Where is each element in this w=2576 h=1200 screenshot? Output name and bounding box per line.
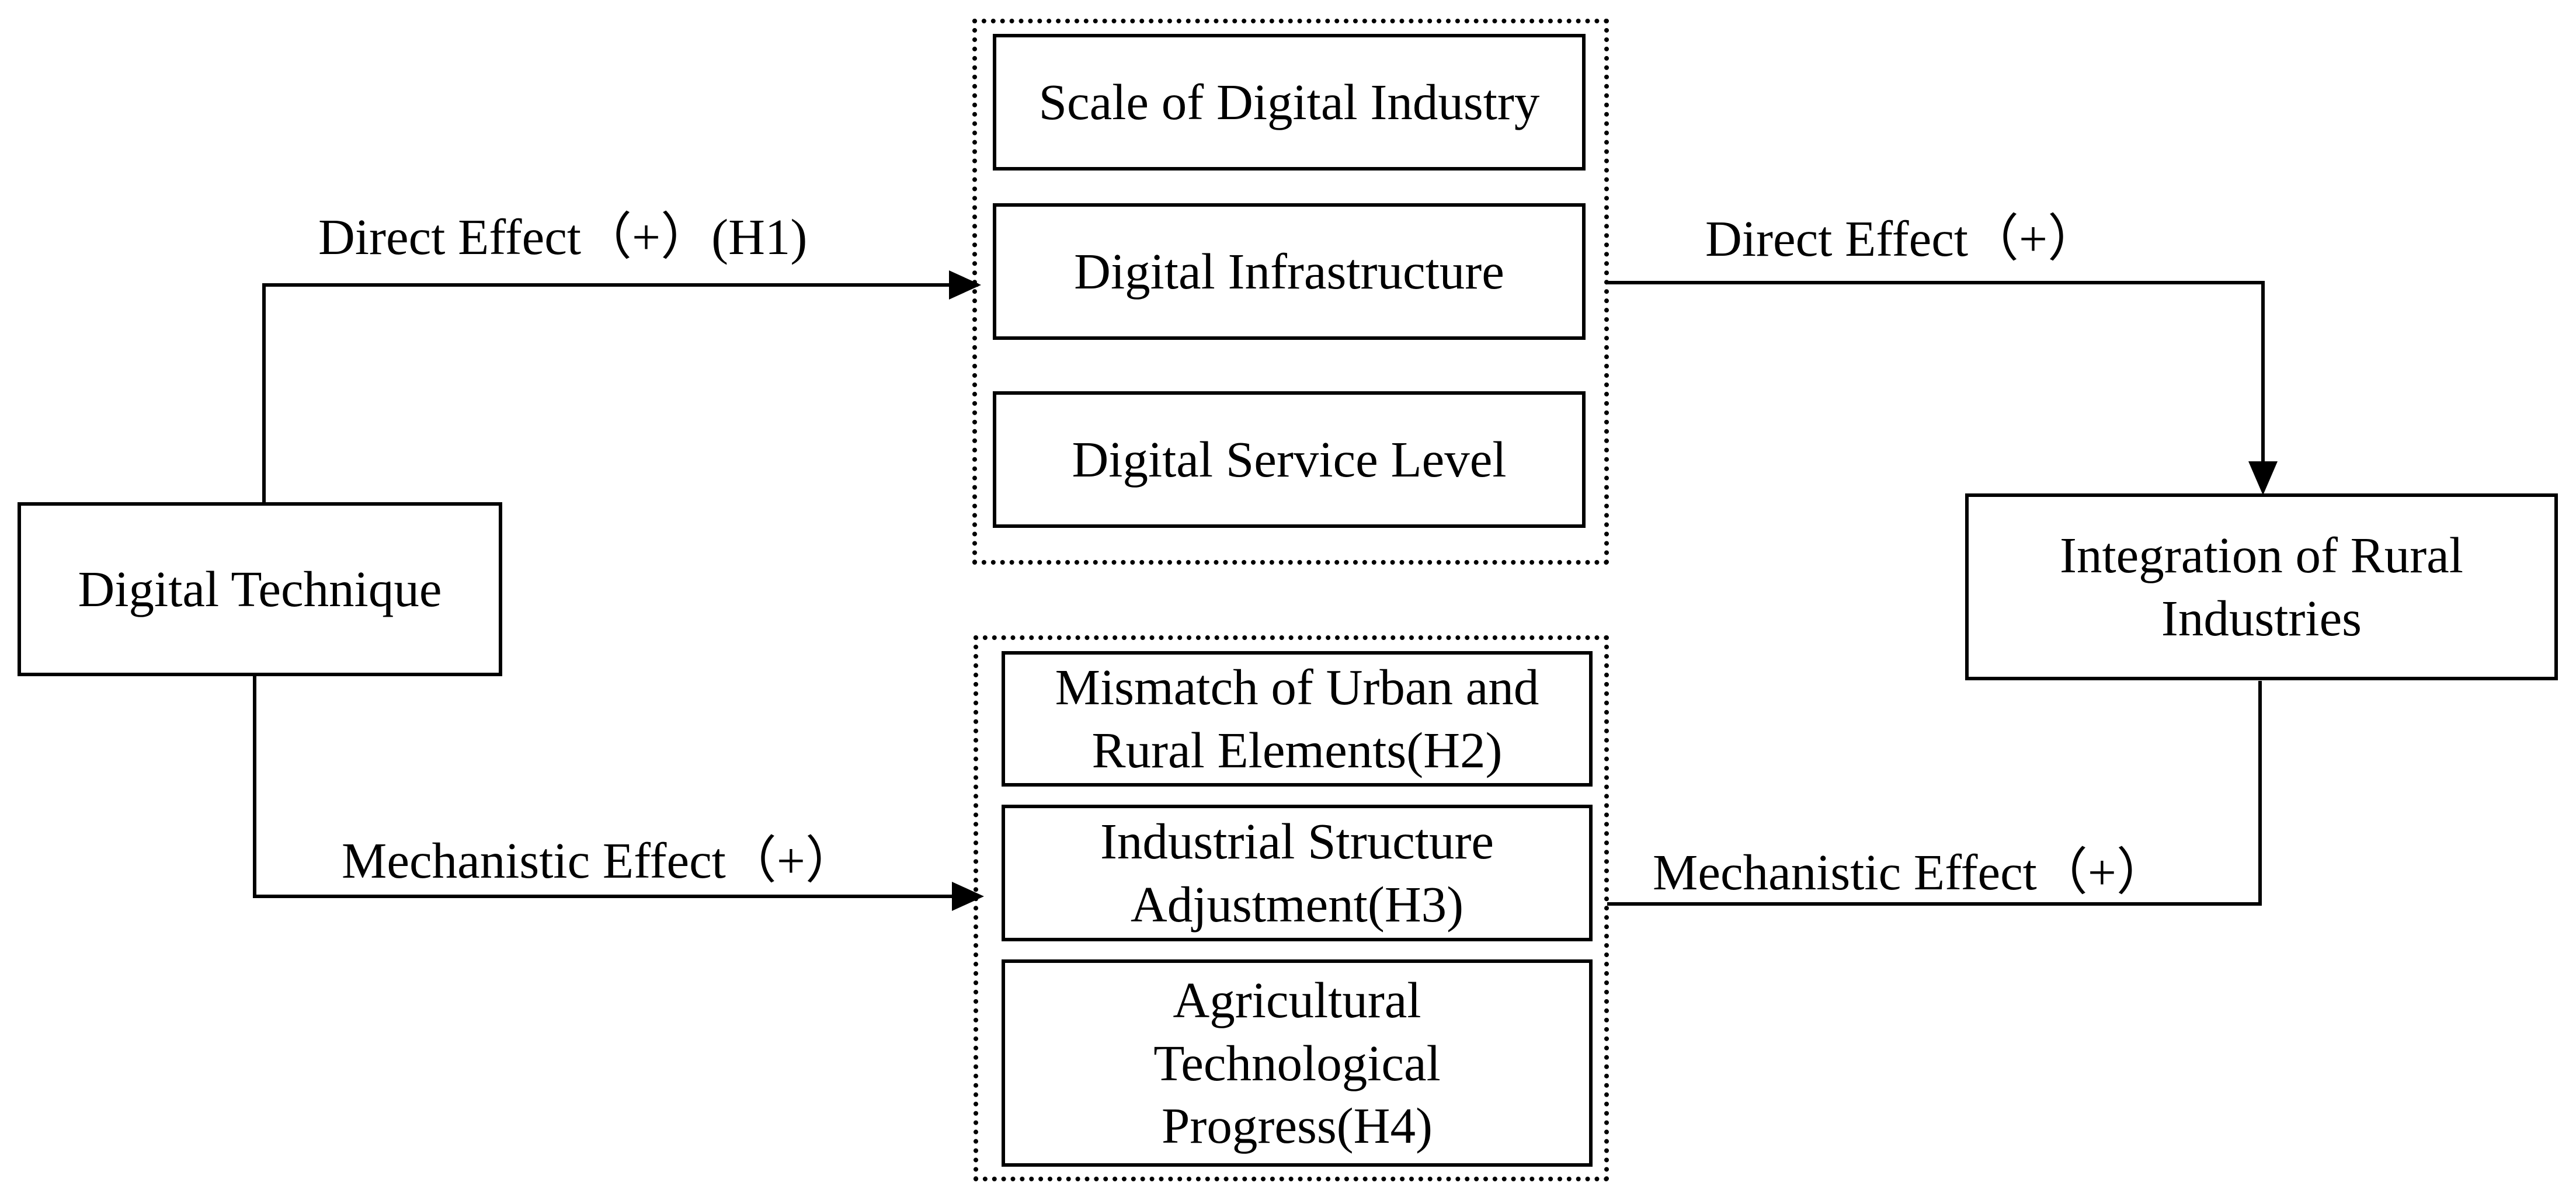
- node-industrial-line1: Industrial Structure: [1100, 813, 1494, 870]
- node-integration-line1: Integration of Rural: [2060, 527, 2463, 584]
- arrowhead-direct-left: [949, 270, 981, 300]
- node-mismatch-line1: Mismatch of Urban and: [1055, 659, 1539, 716]
- line-mech-right: [1607, 681, 2262, 906]
- node-mismatch-line2: Rural Elements(H2): [1091, 722, 1503, 778]
- arrow-direct-right: [1607, 281, 2265, 461]
- node-digital-infrastructure: Digital Infrastructure: [993, 203, 1586, 340]
- arrow-mech-left: [253, 676, 952, 898]
- node-digital-service-level: Digital Service Level: [993, 391, 1586, 528]
- node-agricultural-line2: Technological: [1153, 1034, 1441, 1091]
- node-agricultural-line1: Agricultural: [1173, 971, 1421, 1028]
- node-infrastructure-label: Digital Infrastructure: [1074, 243, 1504, 300]
- node-integration-line2: Industries: [2161, 590, 2362, 646]
- node-scale-of-digital-industry: Scale of Digital Industry: [993, 34, 1586, 171]
- node-agricultural-line3: Progress(H4): [1162, 1097, 1433, 1154]
- node-industrial-line2: Adjustment(H3): [1130, 876, 1464, 933]
- label-mechanistic-effect-left: Mechanistic Effect（+）: [342, 832, 856, 889]
- node-scale-label: Scale of Digital Industry: [1038, 74, 1540, 131]
- node-service-level-label: Digital Service Level: [1072, 431, 1507, 488]
- node-digital-technique: Digital Technique: [18, 502, 502, 676]
- arrowhead-mech-left: [952, 882, 984, 911]
- arrow-direct-left: [262, 283, 978, 502]
- group-direct-dimensions: [972, 19, 1609, 565]
- label-direct-effect-right: Direct Effect（+）: [1705, 210, 2099, 267]
- arrowhead-direct-right: [2248, 461, 2278, 495]
- node-mismatch: Mismatch of Urban and Rural Elements(H2): [1002, 651, 1593, 787]
- label-direct-effect-h1: Direct Effect（+）(H1): [318, 208, 808, 265]
- node-industrial-structure: Industrial Structure Adjustment(H3): [1002, 805, 1593, 941]
- label-mechanistic-effect-right: Mechanistic Effect（+）: [1653, 844, 2167, 900]
- group-mechanisms: [974, 635, 1609, 1181]
- node-agricultural-progress: Agricultural Technological Progress(H4): [1002, 959, 1593, 1167]
- node-integration-rural-industries: Integration of Rural Industries: [1965, 493, 2558, 680]
- node-digital-technique-label: Digital Technique: [78, 561, 442, 618]
